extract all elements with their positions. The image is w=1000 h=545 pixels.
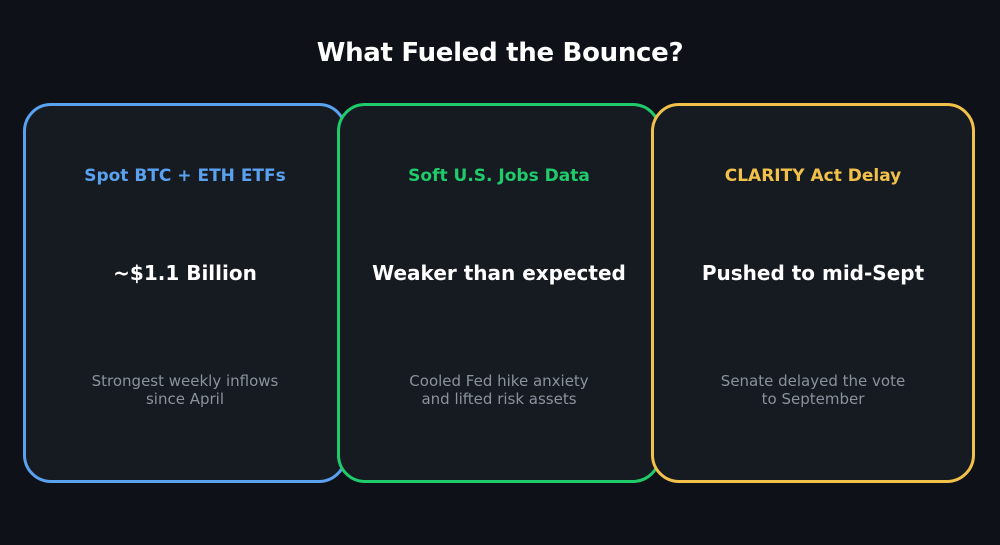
card-value: ~$1.1 Billion — [113, 261, 257, 285]
card-heading: Soft U.S. Jobs Data — [408, 166, 590, 186]
card-heading: CLARITY Act Delay — [724, 166, 902, 186]
card-description-line: to September — [761, 390, 865, 408]
card-value: Pushed to mid-Sept — [701, 261, 925, 285]
card-etf-flows: Spot BTC + ETH ETFs ~$1.1 Billion Strong… — [23, 103, 347, 483]
card-clarity-act: CLARITY Act Delay Pushed to mid-Sept Sen… — [651, 103, 975, 483]
card-description: Senate delayed the vote to September — [654, 372, 972, 408]
card-jobs-data: Soft U.S. Jobs Data Weaker than expected… — [337, 103, 661, 483]
card-heading: Spot BTC + ETH ETFs — [84, 166, 286, 186]
page-title: What Fueled the Bounce? — [316, 38, 684, 68]
card-description-line: and lifted risk assets — [421, 390, 577, 408]
card-description: Strongest weekly inflows since April — [26, 372, 344, 408]
card-description-line: Senate delayed the vote — [720, 372, 906, 390]
card-description-line: since April — [145, 390, 225, 408]
card-description-line: Strongest weekly inflows — [91, 372, 279, 390]
card-description-line: Cooled Fed hike anxiety — [409, 372, 589, 390]
card-description: Cooled Fed hike anxiety and lifted risk … — [340, 372, 658, 408]
card-value: Weaker than expected — [372, 261, 626, 285]
